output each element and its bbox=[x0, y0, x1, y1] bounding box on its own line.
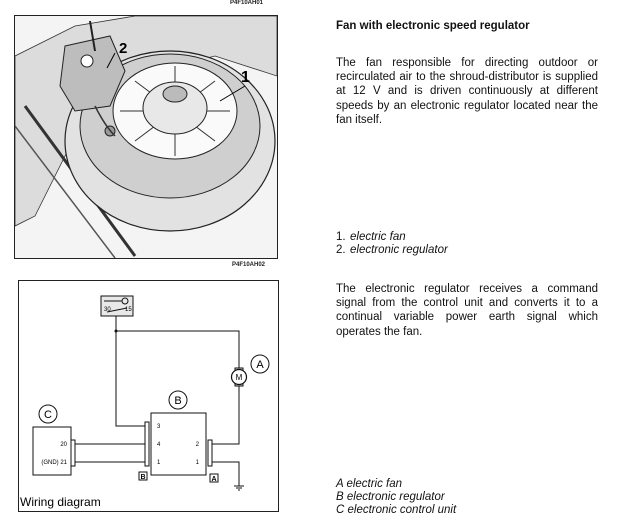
fan-illustration: 2 1 bbox=[14, 15, 278, 259]
motor-icon: M bbox=[230, 367, 248, 387]
figure-code-photo: P4F10AH02 bbox=[232, 262, 266, 268]
svg-text:(GND) 21: (GND) 21 bbox=[41, 460, 67, 466]
legend-item: A electric fan bbox=[336, 478, 403, 490]
label-a: A bbox=[256, 359, 264, 371]
fan-photo-figure: 2 1 bbox=[14, 15, 278, 259]
list-item: 1.electric fan bbox=[336, 231, 406, 243]
svg-text:M: M bbox=[236, 373, 243, 382]
wiring-diagram-figure: 30 15 M A B C 20 (GND) 21 3 4 1 2 1 B A … bbox=[18, 280, 279, 512]
svg-text:20: 20 bbox=[60, 442, 67, 448]
label-b: B bbox=[174, 395, 181, 407]
svg-text:3: 3 bbox=[157, 424, 161, 430]
svg-text:2: 2 bbox=[196, 442, 200, 448]
figure-code-top: P4F10AH01 bbox=[230, 0, 264, 6]
svg-text:30: 30 bbox=[104, 307, 111, 313]
svg-text:4: 4 bbox=[157, 442, 161, 448]
connector-tag-a: A bbox=[211, 476, 216, 483]
description-paragraph: The fan responsible for directing outdoo… bbox=[336, 57, 598, 126]
callout-1: 1 bbox=[241, 69, 250, 86]
parts-list: 1.electric fan 2.electronic regulator bbox=[336, 231, 448, 257]
list-item: 2.electronic regulator bbox=[336, 244, 448, 256]
wire-ground bbox=[210, 461, 240, 486]
callout-2: 2 bbox=[119, 40, 127, 57]
section-heading: Fan with electronic speed regulator bbox=[336, 20, 530, 32]
legend-item: C electronic control unit bbox=[336, 504, 457, 516]
ignition-switch-icon: 30 15 bbox=[100, 295, 134, 317]
svg-text:1: 1 bbox=[157, 460, 161, 466]
wire-motor-to-pin2 bbox=[210, 385, 240, 445]
legend-item: B electronic regulator bbox=[336, 491, 445, 503]
regulator-paragraph: The electronic regulator receives a comm… bbox=[336, 283, 598, 338]
label-c: C bbox=[44, 409, 52, 421]
svg-text:1: 1 bbox=[196, 460, 200, 466]
wiring-diagram: 30 15 M A B C 20 (GND) 21 3 4 1 2 1 B A … bbox=[20, 295, 270, 509]
wire-switch-to-pin3 bbox=[115, 316, 147, 427]
svg-text:15: 15 bbox=[125, 307, 132, 313]
connector-tag-b: B bbox=[140, 474, 145, 481]
ground-icon bbox=[234, 485, 244, 491]
diagram-caption: Wiring diagram bbox=[20, 495, 101, 509]
wire-to-motor bbox=[116, 330, 240, 369]
regulator-box bbox=[150, 412, 207, 476]
control-unit-box bbox=[32, 426, 72, 476]
diagram-legend: A electric fan B electronic regulator C … bbox=[336, 478, 456, 517]
